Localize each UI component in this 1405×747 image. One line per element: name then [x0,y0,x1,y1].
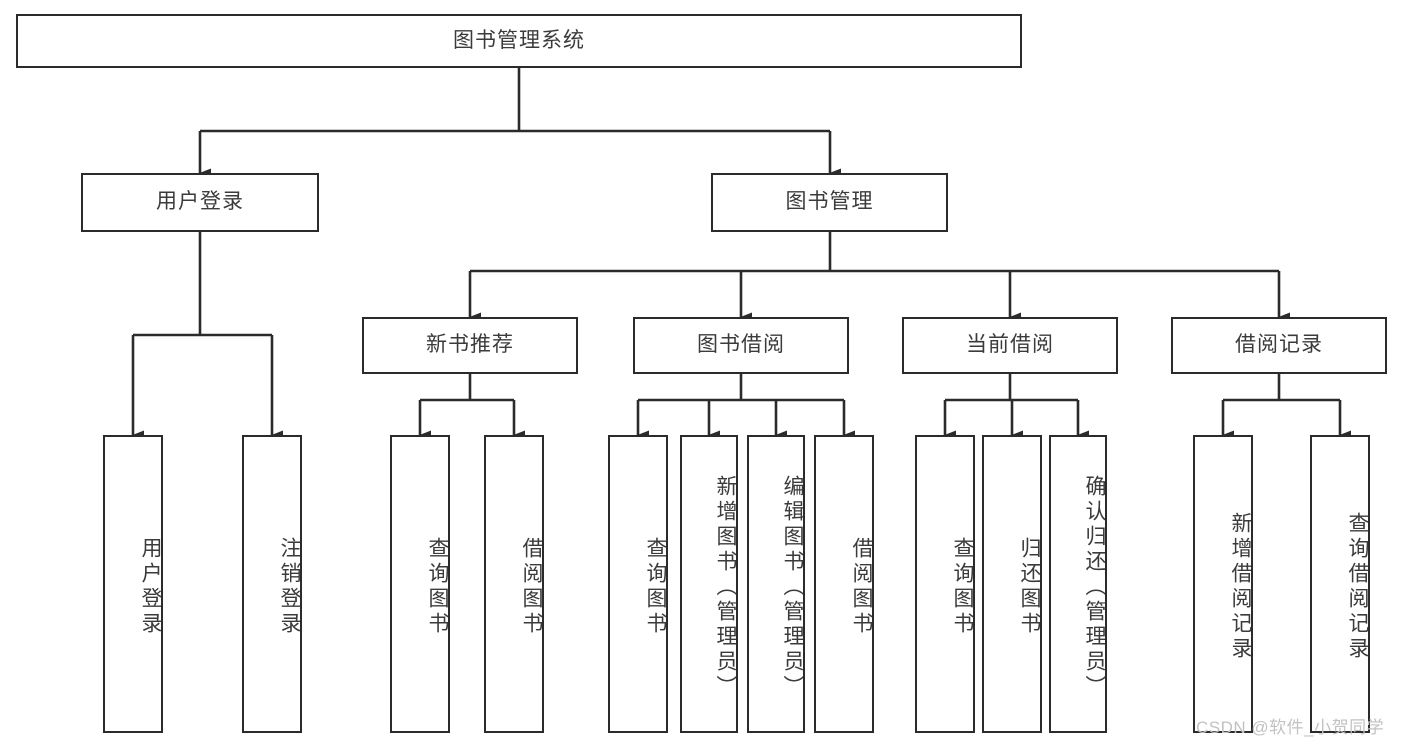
level1-node-user-login: 用户登录 [81,173,319,232]
node-label: 用户登录 [139,537,162,637]
level2-node-book-borrow: 图书借阅 [633,317,849,374]
node-label: 借阅图书 [850,537,873,637]
node-label: 图书管理系统 [453,28,585,52]
node-label: 当前借阅 [966,333,1054,357]
leaf-node-leaf-borrow-book-2: 借阅图书 [814,435,874,733]
node-label: 查询图书 [951,537,974,637]
node-label: 新增借阅记录 [1229,512,1252,662]
node-label: 确认归还（管理员） [1083,474,1106,700]
node-label: 查询图书 [644,537,667,637]
node-label: 新书推荐 [426,333,514,357]
node-label: 注销登录 [278,537,301,637]
csdn-watermark: CSDN @软件_小贺同学 [1196,718,1385,737]
leaf-node-leaf-logout: 注销登录 [242,435,302,733]
root-node-root: 图书管理系统 [16,14,1022,68]
level2-node-new-book-recommend: 新书推荐 [362,317,578,374]
leaf-node-leaf-query-borrow-record: 查询借阅记录 [1310,435,1370,733]
level2-node-current-borrow: 当前借阅 [902,317,1118,374]
leaf-node-leaf-edit-book: 编辑图书（管理员） [747,435,805,733]
node-label: 借阅图书 [520,537,543,637]
leaf-node-leaf-borrow-book-1: 借阅图书 [484,435,544,733]
node-label: 编辑图书（管理员） [781,474,804,700]
level1-node-book-manage: 图书管理 [711,173,948,232]
leaf-node-leaf-return-book: 归还图书 [982,435,1042,733]
leaf-node-leaf-query-book-2: 查询图书 [608,435,668,733]
edge-paths [131,68,1351,440]
leaf-node-leaf-user-login: 用户登录 [103,435,163,733]
node-label: 用户登录 [156,190,244,214]
node-label: 新增图书（管理员） [714,474,737,700]
node-label: 查询借阅记录 [1346,512,1369,662]
node-label: 借阅记录 [1235,333,1323,357]
node-label: 查询图书 [426,537,449,637]
node-label: 归还图书 [1018,537,1041,637]
leaf-node-leaf-query-book-1: 查询图书 [390,435,450,733]
leaf-node-leaf-add-borrow-record: 新增借阅记录 [1193,435,1253,733]
node-label: 图书管理 [785,190,874,214]
leaf-node-leaf-confirm-return: 确认归还（管理员） [1049,435,1107,733]
level2-node-borrow-record: 借阅记录 [1171,317,1387,374]
node-label: 图书借阅 [697,333,785,357]
leaf-node-leaf-add-book: 新增图书（管理员） [680,435,738,733]
leaf-node-leaf-query-book-3: 查询图书 [915,435,975,733]
